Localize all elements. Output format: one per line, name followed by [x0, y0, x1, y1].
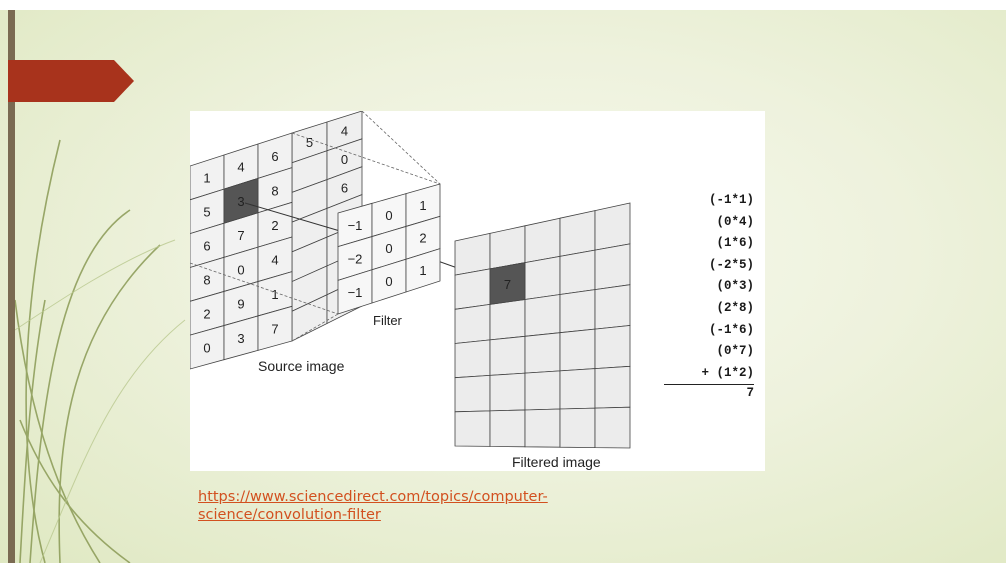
source-front-value: 2: [203, 306, 210, 321]
filter-value: 1: [419, 198, 426, 213]
filtered-cell: [594, 284, 631, 330]
filtered-cell: [594, 406, 631, 449]
filter-value: −2: [348, 251, 363, 266]
projection-line: [291, 132, 441, 185]
source-front-value: 9: [237, 297, 244, 312]
source-back-value: 6: [341, 180, 348, 195]
source-back-value: 4: [341, 124, 348, 139]
filtered-cell: [454, 303, 491, 344]
source-front-value: 7: [237, 228, 244, 243]
calculation-term: (-2*5): [708, 257, 754, 272]
top-strip: [0, 0, 1006, 10]
calculation-term: (0*4): [716, 214, 754, 229]
calculation-term: (0*3): [716, 279, 754, 294]
filter-value: −1: [348, 285, 363, 300]
projection-line: [361, 111, 441, 185]
calculation-term: (-1*1): [708, 193, 754, 207]
filtered-cell: [524, 255, 561, 300]
source-front-layer: 1 4 6 5 3 8 6 7 2 8 0 4 2 9 1 0 3 7: [190, 132, 293, 370]
filtered-cell: [594, 243, 631, 291]
filter-value: 2: [419, 231, 426, 246]
highlighted-source-cell: [223, 177, 259, 224]
source-front-value: 2: [271, 218, 278, 233]
filtered-cell: [559, 289, 596, 334]
filter-cell: [405, 248, 441, 293]
source-front-value: 1: [203, 170, 210, 185]
source-front-value: 4: [271, 252, 278, 267]
filtered-cell: [524, 217, 561, 264]
filtered-cell: [454, 410, 491, 447]
filtered-cell: [489, 225, 526, 270]
source-front-value: 6: [271, 149, 278, 164]
filter-kernel: −1 0 1 −2 0 2 −1 0 1: [337, 183, 441, 315]
filtered-cell: [594, 202, 631, 251]
filtered-cell: [524, 332, 561, 374]
calculation-column: (-1*1) (0*4) (1*6) (-2*5) (0*3) (2*8) (-1*6) (0…: [652, 190, 754, 403]
filtered-cell: [559, 328, 596, 372]
source-front-value: 0: [203, 340, 210, 355]
filtered-cell: [454, 374, 491, 413]
sum-rule: [664, 384, 754, 386]
source-link-line1[interactable]: https://www.sciencedirect.com/topics/com…: [198, 489, 548, 505]
projection-line: [291, 313, 339, 342]
source-front-value: 0: [237, 262, 244, 277]
source-link[interactable]: https://www.sciencedirect.com/topics/com…: [198, 488, 718, 524]
calculation-term: (2*8): [716, 300, 754, 315]
filter-value: 0: [385, 208, 392, 223]
calculation-result: 7: [746, 386, 754, 401]
filtered-image-label: Filtered image: [512, 454, 601, 470]
filtered-cell: [454, 339, 491, 379]
left-vertical-bar: [8, 10, 15, 563]
calculation-term: (1*6): [716, 236, 754, 251]
filtered-value: 7: [504, 277, 511, 292]
filtered-cell: [454, 268, 491, 310]
filter-value: 0: [385, 274, 392, 289]
source-front-value: 8: [271, 183, 278, 198]
filtered-image-grid: 7: [454, 202, 631, 449]
filter-label: Filter: [373, 313, 403, 328]
filtered-cell: [594, 325, 631, 370]
filtered-cell: [524, 294, 561, 337]
source-front-value: 1: [271, 287, 278, 302]
source-front-value: 3: [237, 331, 244, 346]
filtered-cell: [559, 368, 596, 410]
filter-value: −1: [348, 218, 363, 233]
projection-line: [190, 262, 339, 315]
filtered-cell: [489, 299, 526, 341]
arrow-banner-icon: [8, 60, 134, 102]
source-front-value: 3: [237, 194, 244, 209]
filtered-cell: [559, 407, 596, 449]
source-front-value: 7: [271, 321, 278, 336]
calculation-term: + (1*2): [701, 365, 754, 380]
filtered-cell: [559, 210, 596, 257]
highlighted-filtered-cell: [489, 262, 526, 305]
filtered-cell: [594, 365, 631, 409]
decorative-swirls: [14, 139, 186, 563]
filter-value: 0: [385, 241, 392, 256]
filtered-cell: [489, 372, 526, 412]
source-image-label: Source image: [258, 358, 345, 374]
filtered-cell: [524, 370, 561, 411]
filtered-cell: [559, 249, 596, 295]
filter-value: 1: [419, 263, 426, 278]
source-back-value: 5: [306, 135, 313, 150]
filtered-cell: [524, 408, 561, 448]
source-front-value: 6: [203, 238, 210, 253]
source-front-value: 5: [203, 204, 210, 219]
calculation-term: (0*7): [716, 344, 754, 359]
source-front-value: 8: [203, 272, 210, 287]
calculation-term: (-1*6): [708, 322, 754, 337]
filtered-cell: [454, 232, 491, 276]
filtered-cell: [489, 335, 526, 376]
source-back-value: 0: [341, 152, 348, 167]
source-link-line2[interactable]: science/convolution-filter: [198, 507, 381, 523]
source-front-value: 4: [237, 160, 244, 175]
filtered-cell: [489, 409, 526, 448]
projection-line: [244, 202, 341, 232]
